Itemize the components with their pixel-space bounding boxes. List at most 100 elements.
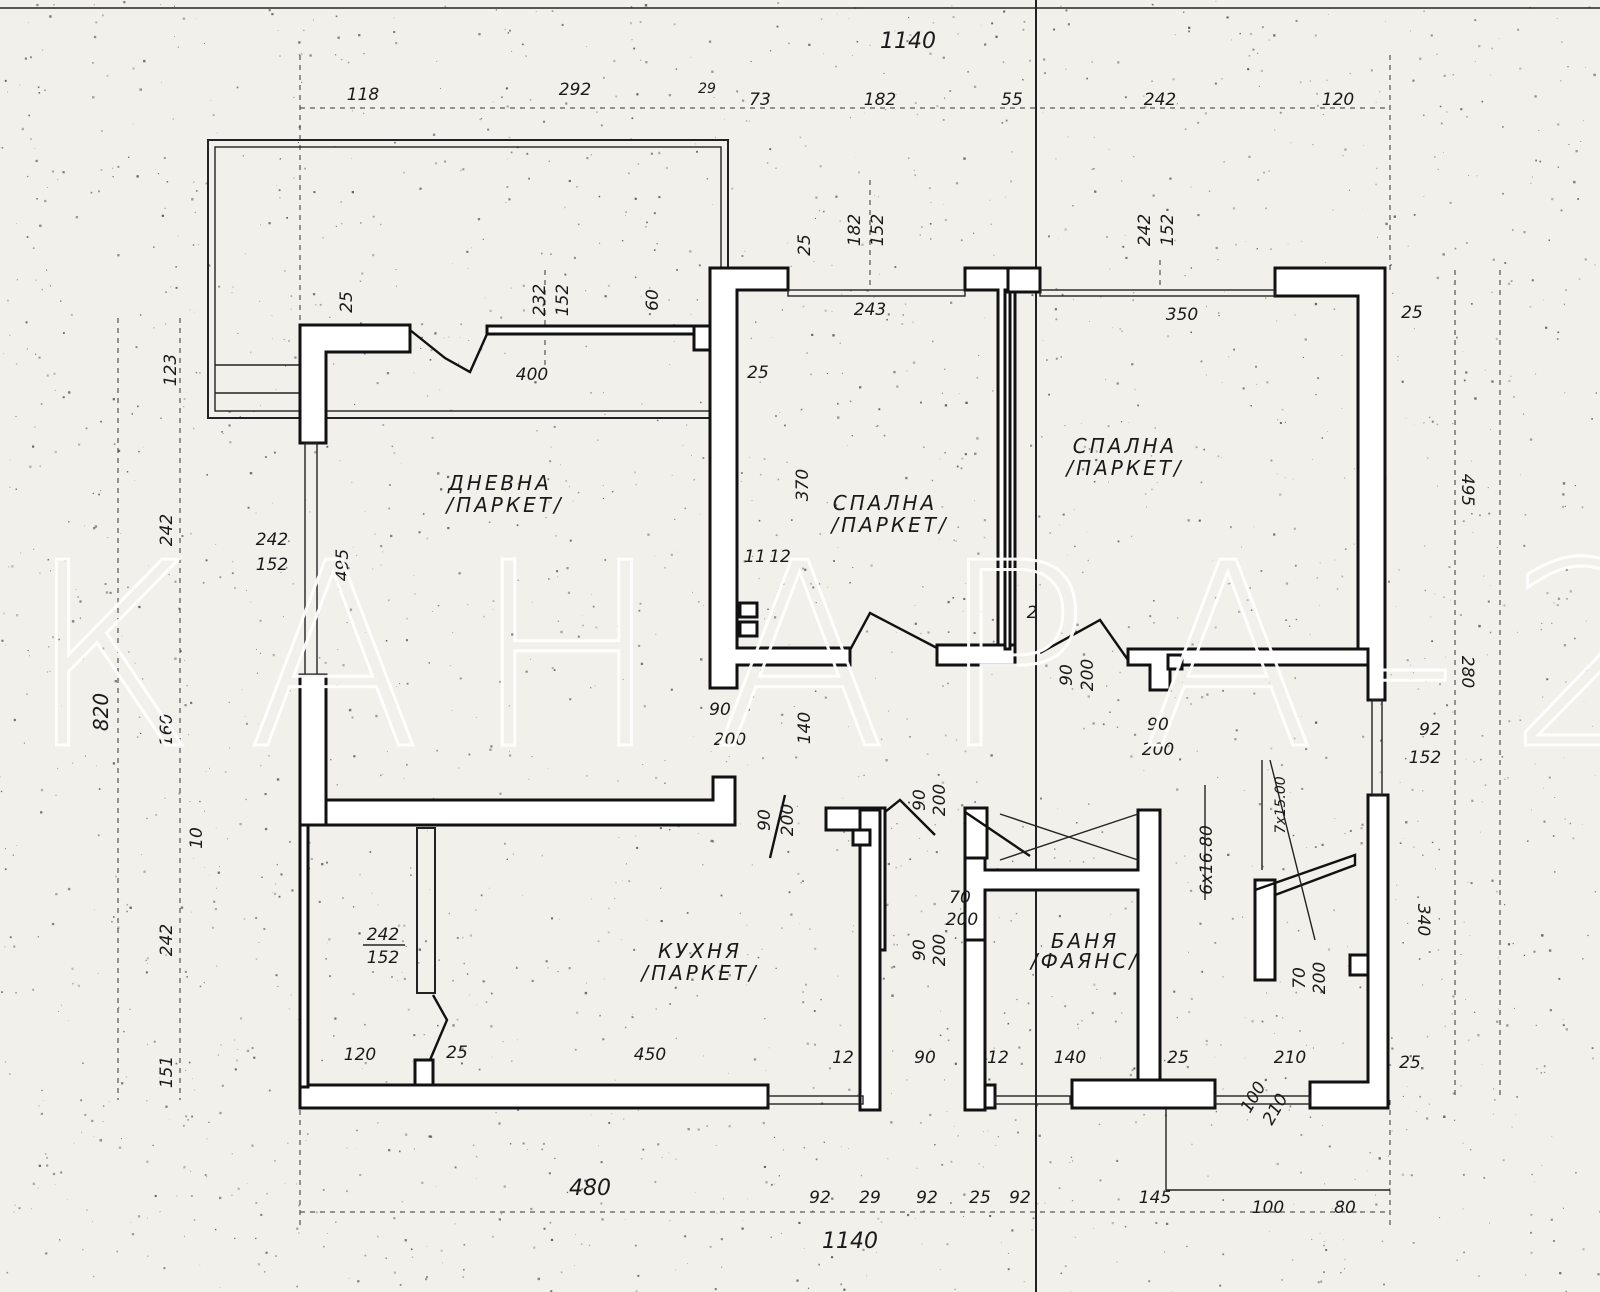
dim-left-820: 820 bbox=[89, 693, 113, 731]
dim-12b: 12 bbox=[987, 1048, 1009, 1068]
win-living-top: 232 bbox=[530, 284, 550, 316]
wall-25-g: 25 bbox=[1399, 1053, 1421, 1073]
wall-25-e: 25 bbox=[446, 1043, 468, 1063]
wall-25-d: 25 bbox=[747, 363, 769, 383]
dim-top-118: 118 bbox=[347, 85, 380, 105]
door-h-w: 70 bbox=[1290, 967, 1310, 989]
room-living-name: ДНЕВНА bbox=[447, 471, 552, 495]
dim-left-10: 10 bbox=[187, 827, 207, 849]
dim-right-92: 92 bbox=[1419, 720, 1441, 740]
door-e-w: 90 bbox=[1147, 715, 1169, 735]
dim-bottom-480: 480 bbox=[569, 1176, 611, 1201]
win-living-left: 242 bbox=[256, 530, 288, 550]
dim-right-280: 280 bbox=[1457, 656, 1477, 688]
win-kitchen-b: 152 bbox=[367, 948, 399, 968]
dim-left-151: 151 bbox=[157, 1056, 177, 1088]
door-d-w: 90 bbox=[1057, 664, 1077, 686]
dim-top-120: 120 bbox=[1322, 90, 1354, 110]
balcony bbox=[207, 139, 729, 419]
watermark-text: КАНАРА-21 bbox=[25, 509, 1600, 806]
dim-90: 90 bbox=[914, 1048, 936, 1068]
dim-left-123: 123 bbox=[161, 354, 181, 386]
dim-top-242: 242 bbox=[1144, 90, 1176, 110]
dim-11: 11 bbox=[744, 547, 766, 567]
dim-60: 60 bbox=[643, 289, 663, 311]
windows bbox=[304, 289, 1383, 1105]
dim-right-340: 340 bbox=[1413, 904, 1433, 936]
dim-bottom-80: 80 bbox=[1334, 1198, 1356, 1218]
dim-top-total: 1140 bbox=[880, 29, 936, 54]
dim-right-495: 495 bbox=[1457, 474, 1477, 506]
dim-left-242a: 242 bbox=[157, 514, 177, 546]
door-e-h: 200 bbox=[1142, 740, 1174, 760]
room-bedroom1-floor: /ПАРКЕТ/ bbox=[829, 513, 948, 537]
win-living-left-b: 152 bbox=[256, 555, 288, 575]
dim-top-182: 182 bbox=[864, 90, 896, 110]
dim-right-152: 152 bbox=[1409, 748, 1441, 768]
room-kitchen-floor: /ПАРКЕТ/ bbox=[639, 961, 758, 985]
door-c-w: 90 bbox=[910, 789, 930, 811]
room-living-floor: /ПАРКЕТ/ bbox=[444, 493, 563, 517]
win-bed1-b: 152 bbox=[868, 214, 888, 246]
doors bbox=[409, 329, 1357, 1061]
dim-140-hall: 140 bbox=[795, 712, 815, 744]
room-kitchen-name: КУХНЯ bbox=[658, 939, 742, 963]
dim-bottom-92b: 92 bbox=[916, 1188, 938, 1208]
dim-bottom-145: 145 bbox=[1139, 1188, 1171, 1208]
dim-370: 370 bbox=[793, 469, 813, 501]
dim-12: 12 bbox=[769, 547, 791, 567]
dim-top-55: 55 bbox=[1001, 90, 1023, 110]
dim-140: 140 bbox=[1054, 1048, 1086, 1068]
win-kitchen: 242 bbox=[367, 925, 399, 945]
dim-120: 120 bbox=[344, 1045, 376, 1065]
dim-450: 450 bbox=[634, 1045, 666, 1065]
wall-25-b: 25 bbox=[795, 234, 815, 256]
room-labels: ДНЕВНА /ПАРКЕТ/ СПАЛНА /ПАРКЕТ/ СПАЛНА /… bbox=[444, 434, 1180, 985]
win-living-top-b: 152 bbox=[553, 284, 573, 316]
dim-bottom-100: 100 bbox=[1252, 1198, 1284, 1218]
dim-bottom-25: 25 bbox=[969, 1188, 991, 1208]
wall-25-c: 25 bbox=[1401, 303, 1423, 323]
dim-350: 350 bbox=[1166, 305, 1198, 325]
dim-top-292: 292 bbox=[559, 80, 591, 100]
dim-left-242b: 242 bbox=[157, 924, 177, 956]
walls bbox=[298, 266, 1390, 1112]
stairs-label-a: 6x16.80 bbox=[1197, 825, 1217, 895]
door-f-h: 200 bbox=[946, 910, 978, 930]
door-a-h: 200 bbox=[714, 730, 746, 750]
dimension-labels: 1140 118 292 29 73 182 55 242 120 480 92… bbox=[89, 29, 1477, 1254]
room-bedroom1-name: СПАЛНА bbox=[833, 491, 937, 515]
dim-bottom-92a: 92 bbox=[809, 1188, 831, 1208]
stairs-label-b: 7x15.00 bbox=[1273, 776, 1289, 833]
door-d-h: 200 bbox=[1078, 659, 1098, 691]
door-h-h: 200 bbox=[1310, 962, 1330, 994]
dim-bottom-92c: 92 bbox=[1009, 1188, 1031, 1208]
dim-bottom-total: 1140 bbox=[822, 1229, 878, 1254]
chimneys bbox=[738, 601, 1184, 847]
win-bed1: 182 bbox=[845, 214, 865, 246]
room-bath-name: БАНЯ bbox=[1051, 929, 1119, 953]
room-bedroom2-name: СПАЛНА bbox=[1073, 434, 1177, 458]
win-bed2-b: 152 bbox=[1158, 214, 1178, 246]
dim-400: 400 bbox=[516, 365, 548, 385]
door-g-h: 200 bbox=[930, 934, 950, 966]
dim-243: 243 bbox=[854, 300, 886, 320]
wall-25-a: 25 bbox=[337, 291, 357, 313]
door-b-w: 90 bbox=[755, 809, 775, 831]
wall-25-f: 25 bbox=[1167, 1048, 1189, 1068]
dim-12a: 12 bbox=[832, 1048, 854, 1068]
door-b-h: 200 bbox=[778, 804, 798, 836]
door-c-h: 200 bbox=[930, 784, 950, 816]
dim-210: 210 bbox=[1274, 1048, 1306, 1068]
win-bed2: 242 bbox=[1135, 214, 1155, 246]
dim-top-29: 29 bbox=[698, 81, 716, 97]
dim-top-73: 73 bbox=[749, 90, 771, 110]
dim-2: 2 bbox=[1027, 603, 1038, 623]
dim-left-160: 160 bbox=[157, 714, 177, 746]
dim-bottom-29: 29 bbox=[859, 1188, 881, 1208]
door-f-w: 70 bbox=[949, 888, 971, 908]
